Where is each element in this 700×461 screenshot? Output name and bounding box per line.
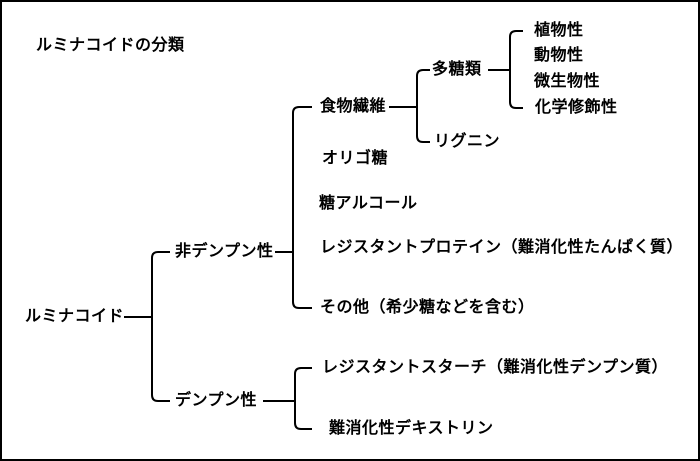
node-indigestible-dextrin: 難消化性デキストリン [329,420,494,437]
node-starch: デンプン性 [175,392,258,409]
node-resistant-starch: レジスタントスターチ（難消化性デンプン質） [322,359,669,376]
node-sugar-alcohols: 糖アルコール [319,195,418,212]
connector-fiber-bracket [416,69,430,143]
node-luminacoid-root: ルミナコイド [25,308,125,325]
connector-polysaccharide-bracket [509,30,523,109]
node-plant-origin: 植物性 [534,22,584,39]
node-chemically-modified: 化学修飾性 [535,99,618,116]
connector-starch-bracket [294,367,312,430]
node-oligosaccharides: オリゴ糖 [322,150,389,167]
node-animal-origin: 動物性 [534,47,584,64]
node-non-starch: 非デンプン性 [175,243,274,260]
node-dietary-fiber: 食物繊維 [320,98,387,115]
node-others: その他（希少糖などを含む） [320,299,535,316]
diagram-title: ルミナコイドの分類 [36,37,185,54]
node-microbial-origin: 微生物性 [534,73,601,90]
connector-root-bracket [151,251,170,402]
node-resistant-protein: レジスタントプロテイン（難消化性たんぱく質） [320,239,684,256]
connector-nonstarch-bracket [292,106,312,309]
node-lignin: リグニン [434,133,501,150]
node-polysaccharides: 多糖類 [432,61,482,78]
